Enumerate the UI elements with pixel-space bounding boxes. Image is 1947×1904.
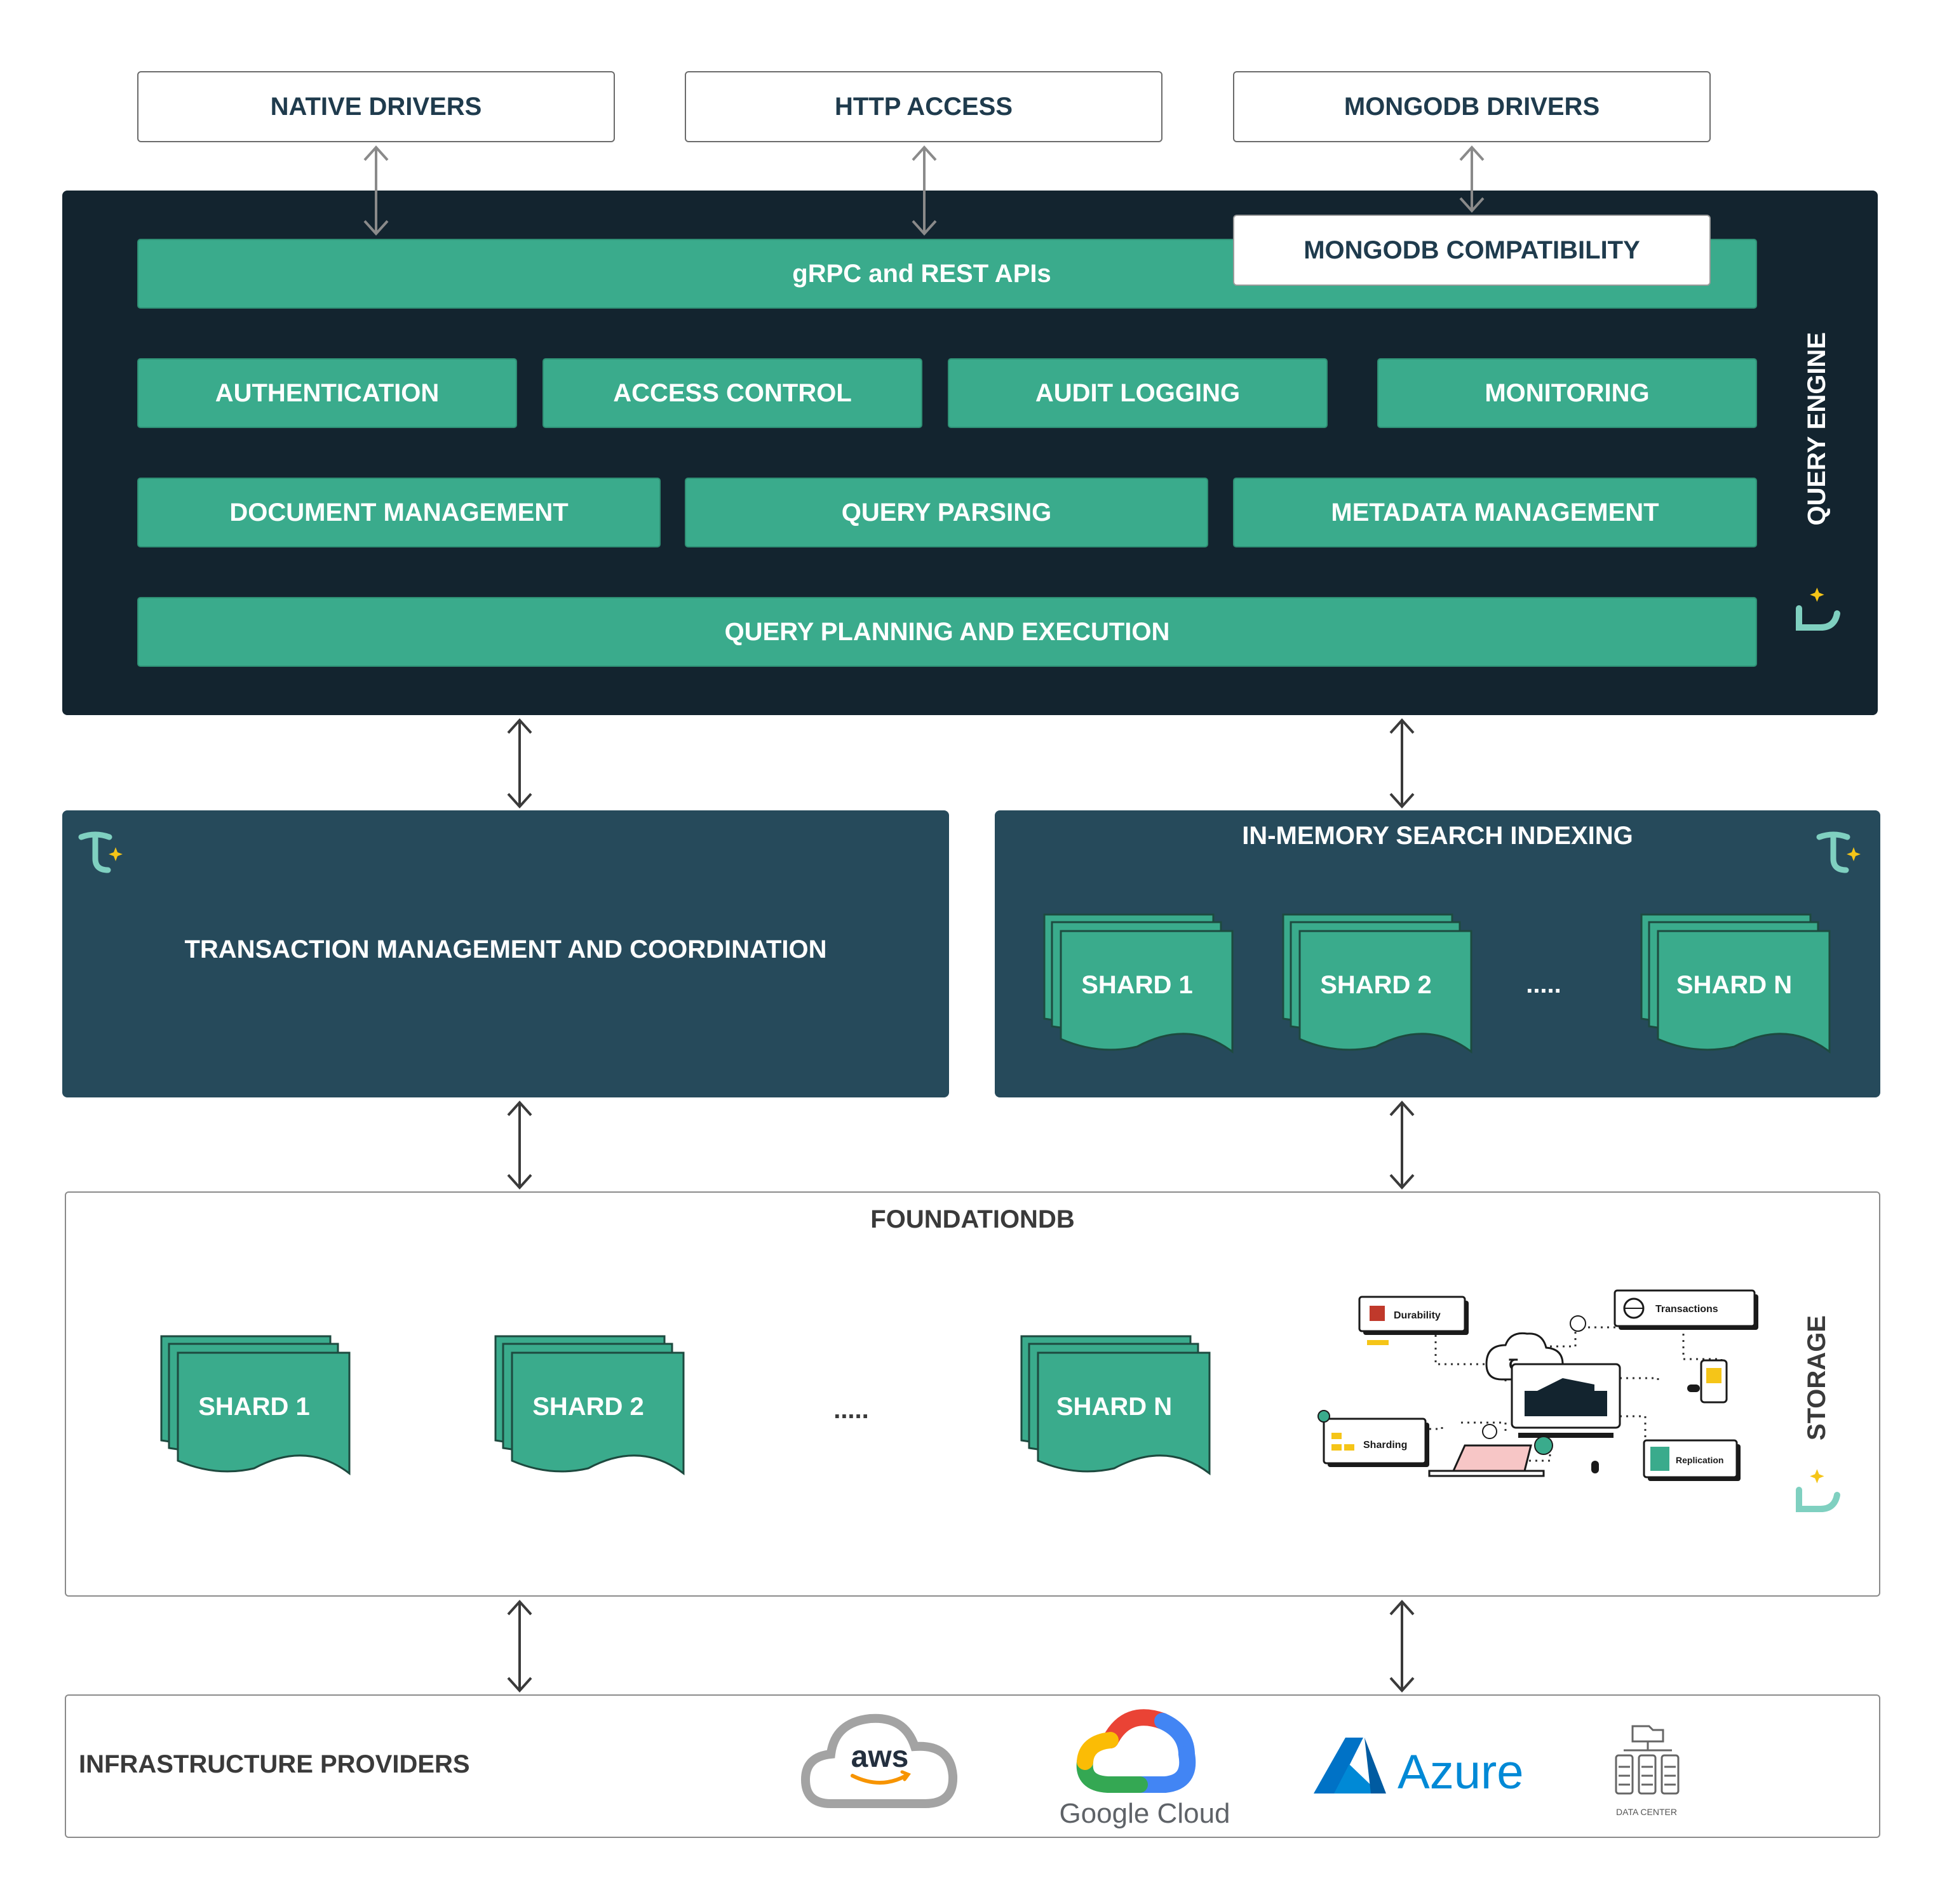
storage-side-label-text: STORAGE xyxy=(1802,1315,1831,1441)
arrow-updown-icon xyxy=(507,1600,532,1693)
document-management-box: DOCUMENT MANAGEMENT xyxy=(137,478,661,547)
storage-shard-1-text: SHARD 1 xyxy=(198,1392,310,1421)
index-shard-2-label: SHARD 2 xyxy=(1300,963,1452,1007)
aws-logo-icon: aws xyxy=(800,1713,958,1808)
azure-text: Azure xyxy=(1398,1745,1524,1799)
audit-logging-box: AUDIT LOGGING xyxy=(948,358,1328,428)
http-access-label: HTTP ACCESS xyxy=(834,92,1013,121)
shard-stack-icon xyxy=(1020,1335,1211,1476)
monitoring-label: MONITORING xyxy=(1485,379,1650,407)
transactions-card: Transactions xyxy=(1614,1289,1758,1330)
native-drivers-box: NATIVE DRIVERS xyxy=(137,71,615,142)
tigris-logo-icon xyxy=(1796,587,1840,631)
storage-features-illustration: Durability Transactions ꞇ Sharding Repli… xyxy=(1317,1289,1758,1481)
infrastructure-label: INFRASTRUCTURE PROVIDERS xyxy=(79,1745,650,1783)
access-control-box: ACCESS CONTROL xyxy=(542,358,922,428)
index-shard-2: SHARD 2 xyxy=(1281,912,1478,1058)
mongodb-drivers-label: MONGODB DRIVERS xyxy=(1344,92,1600,121)
sharding-text: Sharding xyxy=(1363,1440,1407,1451)
replication-text: Replication xyxy=(1676,1455,1723,1465)
tigris-logo-icon xyxy=(1796,1469,1840,1512)
native-drivers-label: NATIVE DRIVERS xyxy=(270,92,482,121)
sharding-card: Sharding xyxy=(1317,1410,1429,1467)
tigris-logo-icon xyxy=(1816,831,1861,873)
storage-shard-n: SHARD N xyxy=(1019,1334,1216,1480)
query-engine-title: QUERY ENGINE xyxy=(1798,318,1836,540)
index-shard-1-label: SHARD 1 xyxy=(1061,963,1213,1007)
storage-shard-1-label: SHARD 1 xyxy=(178,1384,330,1429)
query-planning-execution-bar: QUERY PLANNING AND EXECUTION xyxy=(137,597,1757,667)
index-shard-n: SHARD N xyxy=(1639,912,1836,1058)
audit-logging-label: AUDIT LOGGING xyxy=(1035,379,1241,407)
access-control-label: ACCESS CONTROL xyxy=(613,379,852,407)
google-cloud-logo-icon: Google Cloud xyxy=(1059,1709,1230,1829)
authentication-label: AUTHENTICATION xyxy=(215,379,440,407)
arrow-updown-icon xyxy=(507,1101,532,1190)
tigris-logo-icon xyxy=(78,831,123,873)
arrow-updown-icon xyxy=(507,718,532,808)
data-center-text: DATA CENTER xyxy=(1616,1807,1677,1817)
storage-side-label: STORAGE xyxy=(1798,1289,1836,1467)
shard-stack-icon xyxy=(1043,913,1234,1054)
metadata-management-label: METADATA MANAGEMENT xyxy=(1331,498,1659,526)
azure-logo-icon: Azure xyxy=(1314,1738,1524,1799)
transactions-text: Transactions xyxy=(1655,1304,1718,1315)
storage-shard-2-text: SHARD 2 xyxy=(532,1392,644,1421)
query-engine-title-text: QUERY ENGINE xyxy=(1802,332,1831,526)
index-shard-1: SHARD 1 xyxy=(1042,912,1239,1058)
storage-shard-n-text: SHARD N xyxy=(1056,1392,1173,1421)
search-indexing-title-text: IN-MEMORY SEARCH INDEXING xyxy=(1242,821,1633,850)
index-shard-n-text: SHARD N xyxy=(1676,970,1793,999)
arrow-updown-icon xyxy=(1389,1600,1415,1693)
document-management-label: DOCUMENT MANAGEMENT xyxy=(229,498,569,526)
index-shard-1-text: SHARD 1 xyxy=(1081,970,1193,999)
http-access-box: HTTP ACCESS xyxy=(685,71,1162,142)
data-center-icon: DATA CENTER xyxy=(1615,1725,1680,1817)
grpc-rest-apis-label: gRPC and REST APIs xyxy=(792,259,1051,288)
arrow-updown-icon xyxy=(1389,718,1415,808)
query-parsing-label: QUERY PARSING xyxy=(841,498,1052,526)
transaction-panel xyxy=(62,810,949,1097)
monitoring-box: MONITORING xyxy=(1377,358,1757,428)
foundationdb-title: FOUNDATIONDB xyxy=(65,1200,1880,1238)
shard-stack-icon xyxy=(1640,913,1831,1054)
index-shard-2-text: SHARD 2 xyxy=(1320,970,1432,999)
durability-text: Durability xyxy=(1394,1310,1441,1321)
authentication-box: AUTHENTICATION xyxy=(137,358,517,428)
storage-shard-2-label: SHARD 2 xyxy=(512,1384,664,1429)
index-shard-ellipsis: ..... xyxy=(1512,965,1575,1003)
durability-card: Durability xyxy=(1358,1296,1469,1345)
metadata-management-box: METADATA MANAGEMENT xyxy=(1233,478,1757,547)
query-planning-execution-label: QUERY PLANNING AND EXECUTION xyxy=(724,617,1170,646)
replication-card: Replication xyxy=(1643,1439,1741,1481)
storage-shard-ellipsis-text: ..... xyxy=(833,1395,869,1424)
infrastructure-label-text: INFRASTRUCTURE PROVIDERS xyxy=(79,1750,470,1778)
shard-stack-icon xyxy=(160,1335,351,1476)
mongodb-drivers-box: MONGODB DRIVERS xyxy=(1233,71,1711,142)
mongodb-compatibility-label: MONGODB COMPATIBILITY xyxy=(1304,236,1640,264)
transaction-label-text: TRANSACTION MANAGEMENT AND COORDINATION xyxy=(184,935,827,963)
aws-text: aws xyxy=(851,1740,909,1774)
storage-shard-n-label: SHARD N xyxy=(1038,1384,1190,1429)
mongodb-compatibility-box: MONGODB COMPATIBILITY xyxy=(1233,215,1711,286)
google-cloud-text: Google Cloud xyxy=(1059,1798,1230,1829)
index-shard-ellipsis-text: ..... xyxy=(1526,970,1561,998)
search-indexing-title: IN-MEMORY SEARCH INDEXING xyxy=(995,817,1880,855)
shard-stack-icon xyxy=(494,1335,685,1476)
storage-shard-2: SHARD 2 xyxy=(493,1334,690,1480)
index-shard-n-label: SHARD N xyxy=(1658,963,1810,1007)
transaction-label: TRANSACTION MANAGEMENT AND COORDINATION xyxy=(62,915,949,984)
infrastructure-panel xyxy=(65,1694,1880,1838)
foundationdb-title-text: FOUNDATIONDB xyxy=(870,1205,1075,1233)
storage-shard-1: SHARD 1 xyxy=(159,1334,356,1480)
storage-shard-ellipsis: ..... xyxy=(819,1391,883,1429)
shard-stack-icon xyxy=(1282,913,1472,1054)
query-parsing-box: QUERY PARSING xyxy=(685,478,1208,547)
arrow-updown-icon xyxy=(1389,1101,1415,1190)
